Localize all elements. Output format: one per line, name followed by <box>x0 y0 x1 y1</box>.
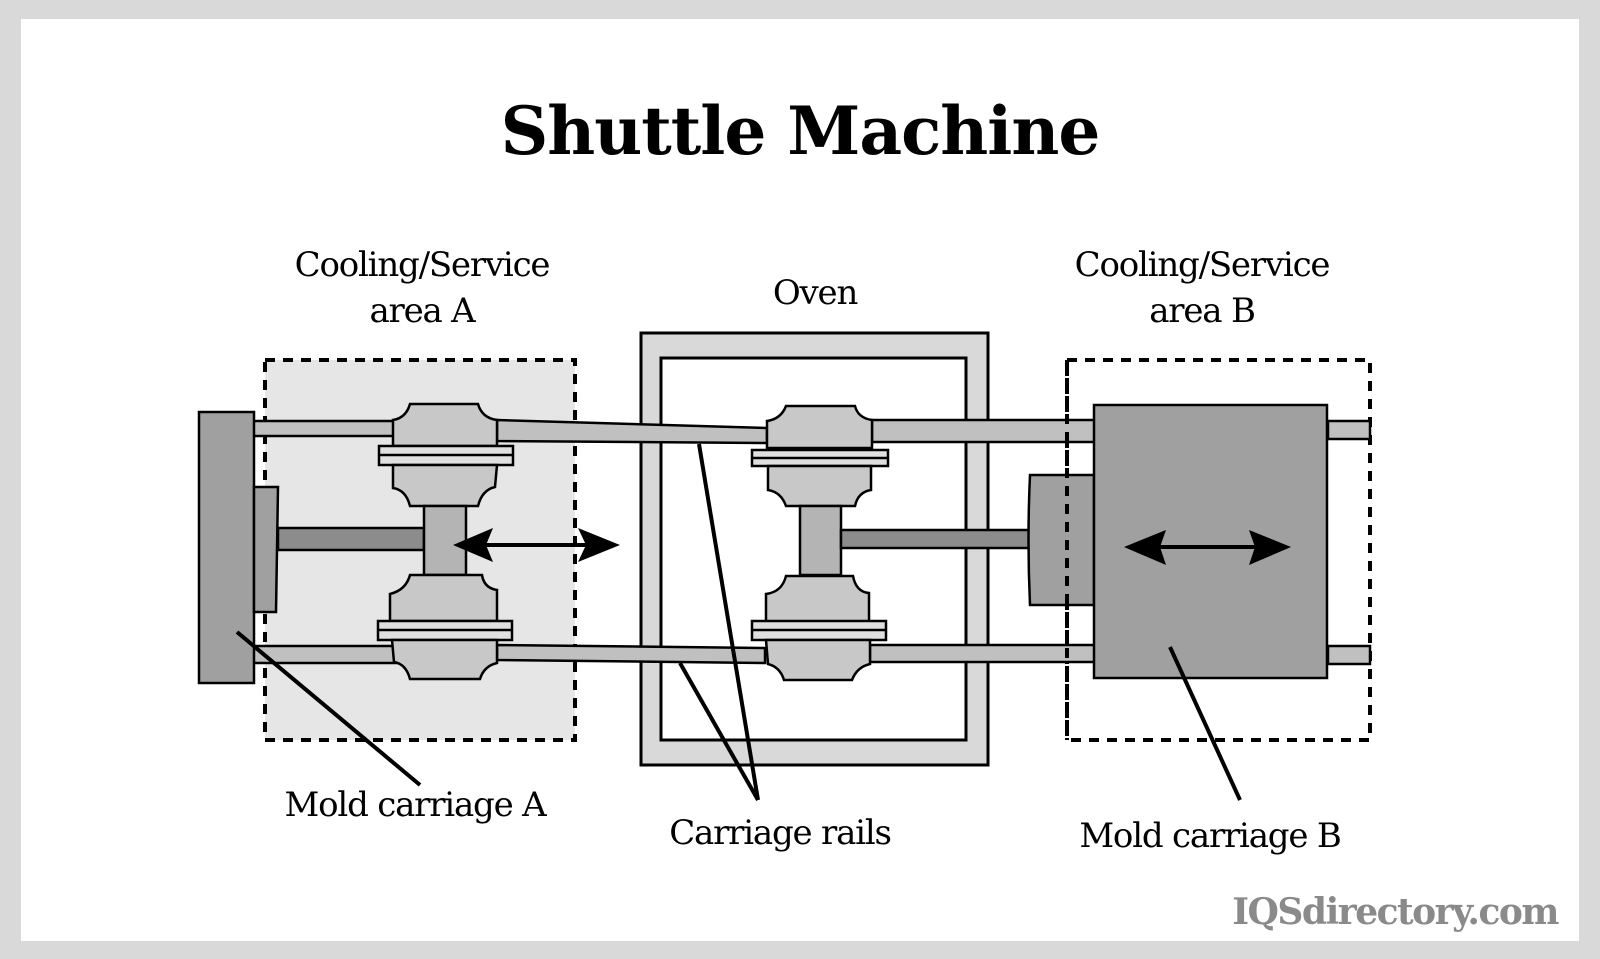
leader-line-rail-bottom <box>678 662 760 801</box>
leader-line-mold-carriage-b <box>1168 646 1242 801</box>
carriage-rail-bottom <box>250 643 1372 666</box>
label-mold-carriage-a: Mold carriage A <box>284 785 547 825</box>
leader-line-mold-carriage-a <box>235 630 422 787</box>
carriage-rail-top <box>250 418 1372 445</box>
label-cooling-area-a-line1: Cooling/Service <box>294 245 551 285</box>
label-cooling-area-a: Cooling/Service area A <box>262 242 582 334</box>
motion-arrow-b-icon <box>1124 530 1291 565</box>
wheel-assembly-oven <box>750 404 1035 682</box>
label-cooling-area-b-line1: Cooling/Service <box>1074 245 1331 285</box>
label-cooling-area-b-line2: area B <box>1149 291 1256 331</box>
label-mold-carriage-b: Mold carriage B <box>1079 816 1342 856</box>
mold-carriage-b <box>1027 403 1329 680</box>
wheel-assembly-a <box>376 402 515 681</box>
watermark-logo: IQSdirectory.com <box>1232 891 1559 933</box>
label-cooling-area-a-line2: area A <box>369 291 475 331</box>
diagram-title: Shuttle Machine <box>500 92 1101 170</box>
label-cooling-area-b: Cooling/Service area B <box>1042 242 1362 334</box>
label-carriage-rails: Carriage rails <box>669 813 892 853</box>
leader-line-rail-top <box>697 443 760 801</box>
motion-arrow-a-icon <box>453 528 620 562</box>
label-oven: Oven <box>772 273 859 313</box>
